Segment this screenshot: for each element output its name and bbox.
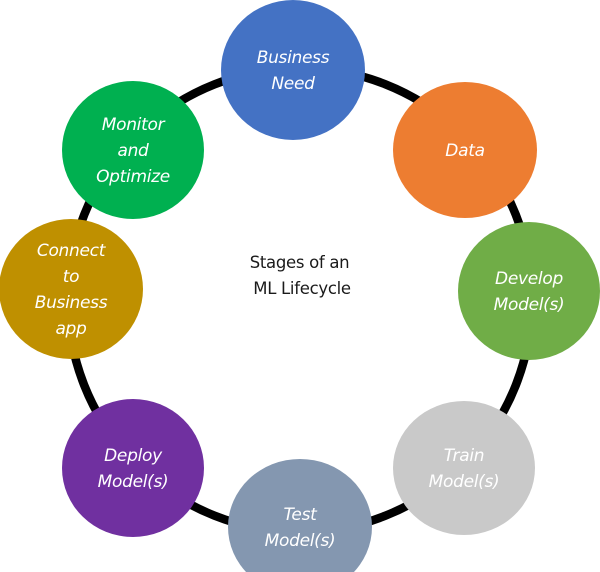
- stage-ellipse: [62, 399, 204, 537]
- stage-label-line: app: [55, 319, 87, 339]
- stage-label-line: Business: [257, 48, 330, 68]
- stage-ellipse: [393, 82, 537, 218]
- stage-label-line: Need: [271, 74, 315, 94]
- stage-label: Data: [445, 141, 484, 161]
- stage-label-line: Model(s): [98, 472, 169, 492]
- stage-label-line: Monitor: [102, 115, 166, 135]
- center-title-line: Stages of an: [250, 253, 350, 272]
- stage-label-line: Deploy: [104, 446, 163, 466]
- stage-label-line: Model(s): [265, 531, 336, 551]
- center-title: Stages of an ML Lifecycle: [250, 253, 355, 298]
- stage-label-line: Test: [283, 505, 318, 525]
- stage-node-data: Data: [393, 82, 537, 218]
- stage-label-line: and: [117, 141, 149, 161]
- stage-ellipse: [0, 219, 143, 359]
- stage-label-line: Connect: [37, 241, 107, 261]
- stage-label-line: to: [63, 267, 79, 287]
- stage-label-line: Develop: [495, 269, 563, 289]
- stage-ellipse: [458, 222, 600, 360]
- stage-ellipse: [221, 0, 365, 140]
- stage-ellipse: [228, 459, 372, 572]
- center-title-line: ML Lifecycle: [253, 279, 351, 298]
- stage-label-line: Optimize: [96, 167, 170, 187]
- stage-ellipse: [62, 81, 204, 219]
- stage-ellipse: [393, 401, 535, 535]
- stage-label-line: Model(s): [429, 472, 500, 492]
- stage-label-line: Business: [35, 293, 108, 313]
- stage-label-line: Model(s): [494, 295, 565, 315]
- stage-label-line: Train: [444, 446, 484, 466]
- stage-label-line: Data: [445, 141, 484, 161]
